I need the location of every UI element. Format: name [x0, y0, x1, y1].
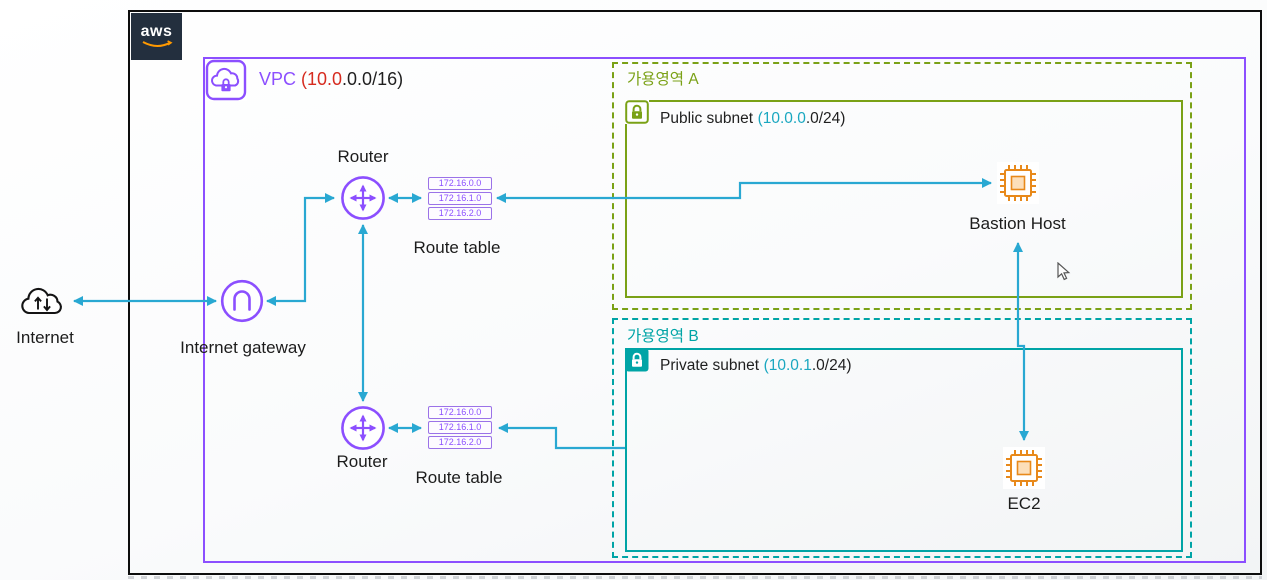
internet-gateway-icon	[220, 279, 264, 323]
mouse-cursor	[1057, 262, 1071, 281]
private-subnet-boundary	[625, 348, 1183, 552]
route-table-bottom: 172.16.0.0 172.16.1.0 172.16.2.0	[428, 406, 492, 451]
private-cidr-highlight: (10.0.1	[763, 357, 812, 374]
availability-zone-a-label: 가용영역 A	[627, 71, 699, 88]
aws-logo-text: aws	[140, 23, 173, 40]
public-subnet-icon	[625, 100, 649, 124]
vpc-cidr-rest: .0.0/16)	[342, 69, 404, 89]
aws-smile-icon	[142, 40, 173, 47]
route-table-top-label: Route table	[413, 238, 501, 257]
router-bottom-label: Router	[336, 452, 388, 471]
vpc-boundary	[203, 57, 1246, 563]
internet-label: Internet	[16, 328, 74, 347]
route-table-top: 172.16.0.0 172.16.1.0 172.16.2.0	[428, 177, 492, 222]
public-cidr-rest: .0/24)	[805, 110, 846, 127]
vpc-cidr-highlight: (10.0	[301, 69, 343, 89]
route-entry: 172.16.1.0	[428, 421, 492, 434]
vpc-label: VPC(10.0.0.0/16)	[259, 69, 403, 90]
public-subnet-boundary	[625, 100, 1183, 298]
route-entry: 172.16.0.0	[428, 177, 492, 190]
aws-cloud-boundary	[128, 10, 1262, 575]
ec2-icon	[1003, 447, 1045, 489]
ec2-label: EC2	[1007, 494, 1041, 513]
bastion-host-label: Bastion Host	[969, 214, 1066, 233]
router-bottom-icon	[341, 406, 385, 450]
router-top-label: Router	[337, 147, 389, 166]
public-subnet-label: Public subnet(10.0.0.0/24)	[660, 110, 846, 127]
route-entry: 172.16.0.0	[428, 406, 492, 419]
route-entry: 172.16.2.0	[428, 436, 492, 449]
private-subnet-icon	[625, 348, 649, 372]
vpc-name: VPC	[259, 69, 297, 89]
bastion-host-icon	[997, 162, 1039, 204]
aws-logo: aws	[131, 13, 182, 60]
private-cidr-rest: .0/24)	[811, 357, 852, 374]
internet-cloud-icon	[21, 287, 62, 315]
router-top-icon	[341, 176, 385, 220]
bottom-tick-strip	[128, 576, 1262, 579]
public-cidr-highlight: (10.0.0	[757, 110, 806, 127]
route-entry: 172.16.1.0	[428, 192, 492, 205]
private-subnet-label: Private subnet(10.0.1.0/24)	[660, 357, 852, 374]
route-table-bottom-label: Route table	[415, 468, 503, 487]
route-entry: 172.16.2.0	[428, 207, 492, 220]
vpc-icon	[205, 59, 247, 101]
internet-gateway-label: Internet gateway	[180, 338, 306, 357]
availability-zone-b-label: 가용영역 B	[627, 328, 699, 345]
